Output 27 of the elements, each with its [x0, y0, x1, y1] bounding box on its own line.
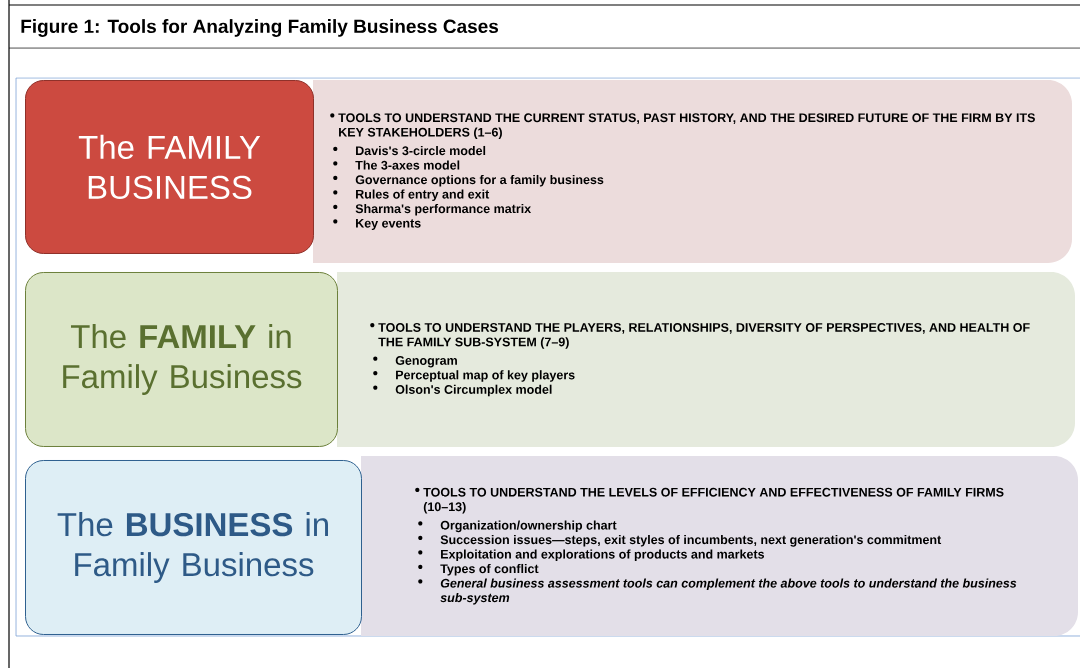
category-box — [25, 460, 362, 635]
tool-item: Organization/ownership chart — [440, 520, 617, 533]
tools-panel — [361, 456, 1078, 636]
category-box — [25, 272, 338, 447]
box-title: The FAMILY BUSINESS — [78, 134, 261, 200]
tool-item: Rules of entry and exit — [356, 189, 490, 202]
tool-item: Sharma's performance matrix — [355, 203, 532, 216]
tool-item: Types of conflict — [440, 563, 539, 576]
tool-item: Perceptual map of key players — [396, 370, 575, 382]
figure-title: Figure 1: Tools for Analyzing Family Business Cases — [21, 19, 499, 37]
tool-item: Davis's 3-circle model — [356, 145, 486, 156]
box-title: The FAMILY in Family Business — [63, 324, 302, 395]
tools-heading: TOOLS TO UNDERSTAND THE CURRENT STATUS, PAST HISTORY, AND THE DESIRED FUTURE OF THE FIRM BY ITS KEY STAKEHOLDERS (1–6) — [338, 113, 1035, 140]
tool-item: General business assessment tools can complement the above tools to understand the business sub-system — [440, 578, 1017, 605]
tool-item: Key events — [356, 218, 421, 231]
tool-item: Genogram — [395, 356, 457, 368]
tool-item: Olson's Circumplex model — [395, 384, 552, 397]
box-title: The BUSINESS in Family Business — [57, 512, 328, 583]
tools-heading: TOOLS TO UNDERSTAND THE LEVELS OF EFFICIENCY AND EFFECTIVENESS OF FAMILY FIRMS (10–13) — [423, 487, 1004, 514]
category-box — [25, 80, 314, 254]
tools-panel — [337, 272, 1075, 447]
tool-item: Exploitation and explorations of products and markets — [441, 549, 765, 562]
tools-panel — [313, 80, 1072, 263]
tool-item: Governance options for a family business — [355, 174, 604, 187]
tool-item: Succession issues—steps, exit styles of incumbents, next generation's commitment — [440, 534, 942, 547]
tool-item: The 3-axes model — [355, 160, 460, 170]
tools-heading: TOOLS TO UNDERSTAND THE PLAYERS, RELATIONSHIPS, DIVERSITY OF PERSPECTIVES, AND HEALTH OF THE FAMILY SUB-SYSTEM (7–9) — [378, 323, 1030, 349]
